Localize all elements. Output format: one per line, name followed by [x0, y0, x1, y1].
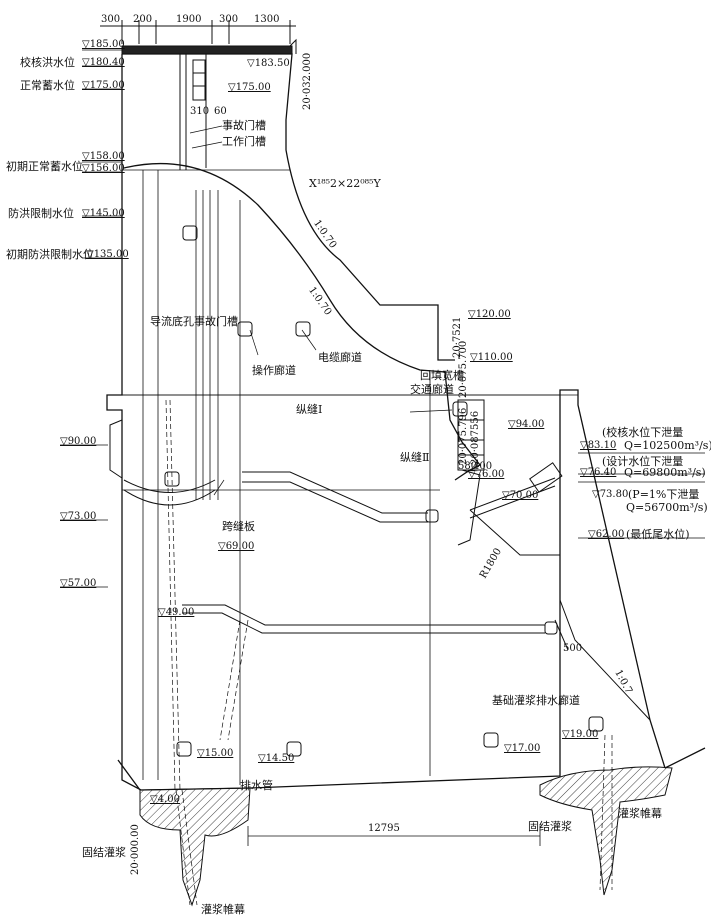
label-grout-curtain-left: 灌浆帷幕 [201, 903, 245, 915]
vertical-joints [142, 170, 431, 785]
elev-175-inner: ▽175.00 [228, 82, 271, 93]
tail-62-text1: (最低尾水位) [626, 528, 690, 541]
elev-76: ▽76.00 [468, 469, 505, 480]
dim-310: 310 [190, 106, 210, 117]
dim-200: 200 [133, 14, 153, 25]
label-foundation-gallery: 基础灌浆排水廊道 [492, 694, 580, 707]
upstream-step [109, 419, 123, 479]
elev-180-40: ▽180.40 [82, 57, 125, 68]
label-emergency-gate-slot: 事故门槽 [222, 119, 266, 132]
dim-20-032: 20·032.000 [302, 52, 313, 110]
grout-curtain-lines [165, 399, 613, 906]
elev-14-50: ▽14.50 [258, 753, 295, 764]
elev-120: ▽120.00 [468, 309, 511, 320]
label-initial-flood-limit: 初期防洪限制水位 [6, 248, 94, 261]
bottom-dimension [247, 826, 541, 846]
elev-70: ▽70.00 [502, 490, 539, 501]
dam-crest [121, 38, 297, 55]
spillway-face [123, 162, 482, 481]
right-foundation-hatch [539, 766, 673, 896]
elev-15: ▽15.00 [197, 748, 234, 759]
label-normal-pool: 正常蓄水位 [20, 79, 75, 92]
tail-76-value: ▽76.40 [580, 467, 617, 478]
dim-300a: 300 [101, 14, 121, 25]
elev-49: ▽49.00 [158, 607, 195, 618]
label-bottom-outlet-gate: 导流底孔事故门槽 [150, 315, 238, 328]
elev-57: ▽57.00 [60, 578, 97, 589]
gallery-openings [164, 225, 604, 757]
elev-73: ▽73.00 [60, 511, 97, 522]
label-operation-gallery: 操作廊道 [252, 364, 296, 377]
radial-gate [457, 399, 563, 556]
foundation-line [117, 747, 706, 791]
elev-17: ▽17.00 [504, 743, 541, 754]
dim-20-087556: 20·087556 [470, 410, 481, 465]
dim-20-000: 20·000.00 [130, 824, 141, 875]
tail-73-value: ▽73.80 [592, 489, 629, 500]
tail-76-text1: (设计水位下泄量 [602, 455, 684, 468]
leader-lines [189, 125, 453, 496]
elev-110: ▽110.00 [470, 352, 513, 363]
elev-156: ▽156.00 [82, 163, 125, 174]
tail-83-value: ▽83.10 [580, 440, 617, 451]
dim-1900: 1900 [176, 14, 202, 25]
label-initial-normal-pool: 初期正常蓄水位 [6, 160, 83, 173]
left-foundation-hatch [139, 787, 251, 907]
label-check-flood-level: 校核洪水位 [20, 56, 75, 69]
inclined-gallery-lower [182, 604, 545, 634]
label-consolidation-right: 固结灌浆 [528, 820, 572, 833]
tail-83-text2: Q=102500m³/s) [624, 439, 711, 452]
elev-135: ▽135.00 [86, 249, 129, 260]
tail-73-text2: Q=56700m³/s) [626, 501, 708, 514]
tail-73-text1: (P=1%下泄量 [628, 488, 700, 501]
elev-4: ▽4.00 [150, 794, 180, 805]
elev-183-50: ▽183.50 [247, 58, 290, 69]
label-cable-gallery: 电缆廊道 [318, 351, 362, 364]
horizontal-lines [107, 169, 578, 491]
elev-158: ▽158.00 [82, 151, 125, 162]
elev-145: ▽145.00 [82, 208, 125, 219]
dim-300b: 300 [219, 14, 239, 25]
dam-outline [106, 53, 666, 791]
inclined-gallery-upper [242, 471, 428, 523]
label-grout-curtain-right: 灌浆帷幕 [618, 807, 662, 820]
dim-500: 500 [563, 643, 583, 654]
dim-580: 580 [458, 461, 478, 472]
label-joint-2: 纵缝Ⅱ [400, 451, 430, 464]
tailwater-lines [578, 452, 705, 539]
label-flood-limit: 防洪限制水位 [8, 207, 74, 220]
elev-185: ▽185.00 [82, 39, 125, 50]
tail-83-text1: (校核水位下泄量 [602, 426, 684, 439]
label-traffic-gallery: 交通廊道 [410, 383, 454, 396]
gate-slots [179, 54, 207, 170]
top-dimension-line [100, 20, 296, 44]
tail-62-value: ▽62.00 [588, 529, 625, 540]
label-joint-1: 纵缝Ⅰ [296, 403, 323, 416]
left-elevation-lines [60, 49, 122, 588]
dim-20-075700: 20·075.700 [458, 340, 469, 398]
elev-175: ▽175.00 [82, 80, 125, 91]
dim-400: 400 [473, 461, 493, 472]
dim-20-075796: 20·075.796 [458, 407, 469, 465]
dim-1300: 1300 [254, 14, 280, 25]
elev-90: ▽90.00 [60, 436, 97, 447]
bottom-outlet [123, 479, 216, 506]
label-work-gate-slot: 工作门槽 [222, 135, 266, 148]
label-cross-joint-plate: 跨缝板 [222, 520, 255, 533]
tail-76-text2: Q=69800m³/s) [624, 466, 706, 479]
dim-12795: 12795 [368, 823, 400, 834]
elev-94: ▽94.00 [508, 419, 545, 430]
crest-formula: X¹⁸⁵2×22⁰⁸⁵Y [309, 177, 381, 190]
label-backfill-slot: 回填宽槽 [420, 369, 464, 382]
elev-19: ▽19.00 [562, 729, 599, 740]
elev-69: ▽69.00 [218, 541, 255, 552]
label-consolidation-left: 固结灌浆 [82, 846, 126, 859]
label-drain-pipe: 排水管 [240, 779, 273, 792]
dim-60: 60 [214, 106, 227, 117]
